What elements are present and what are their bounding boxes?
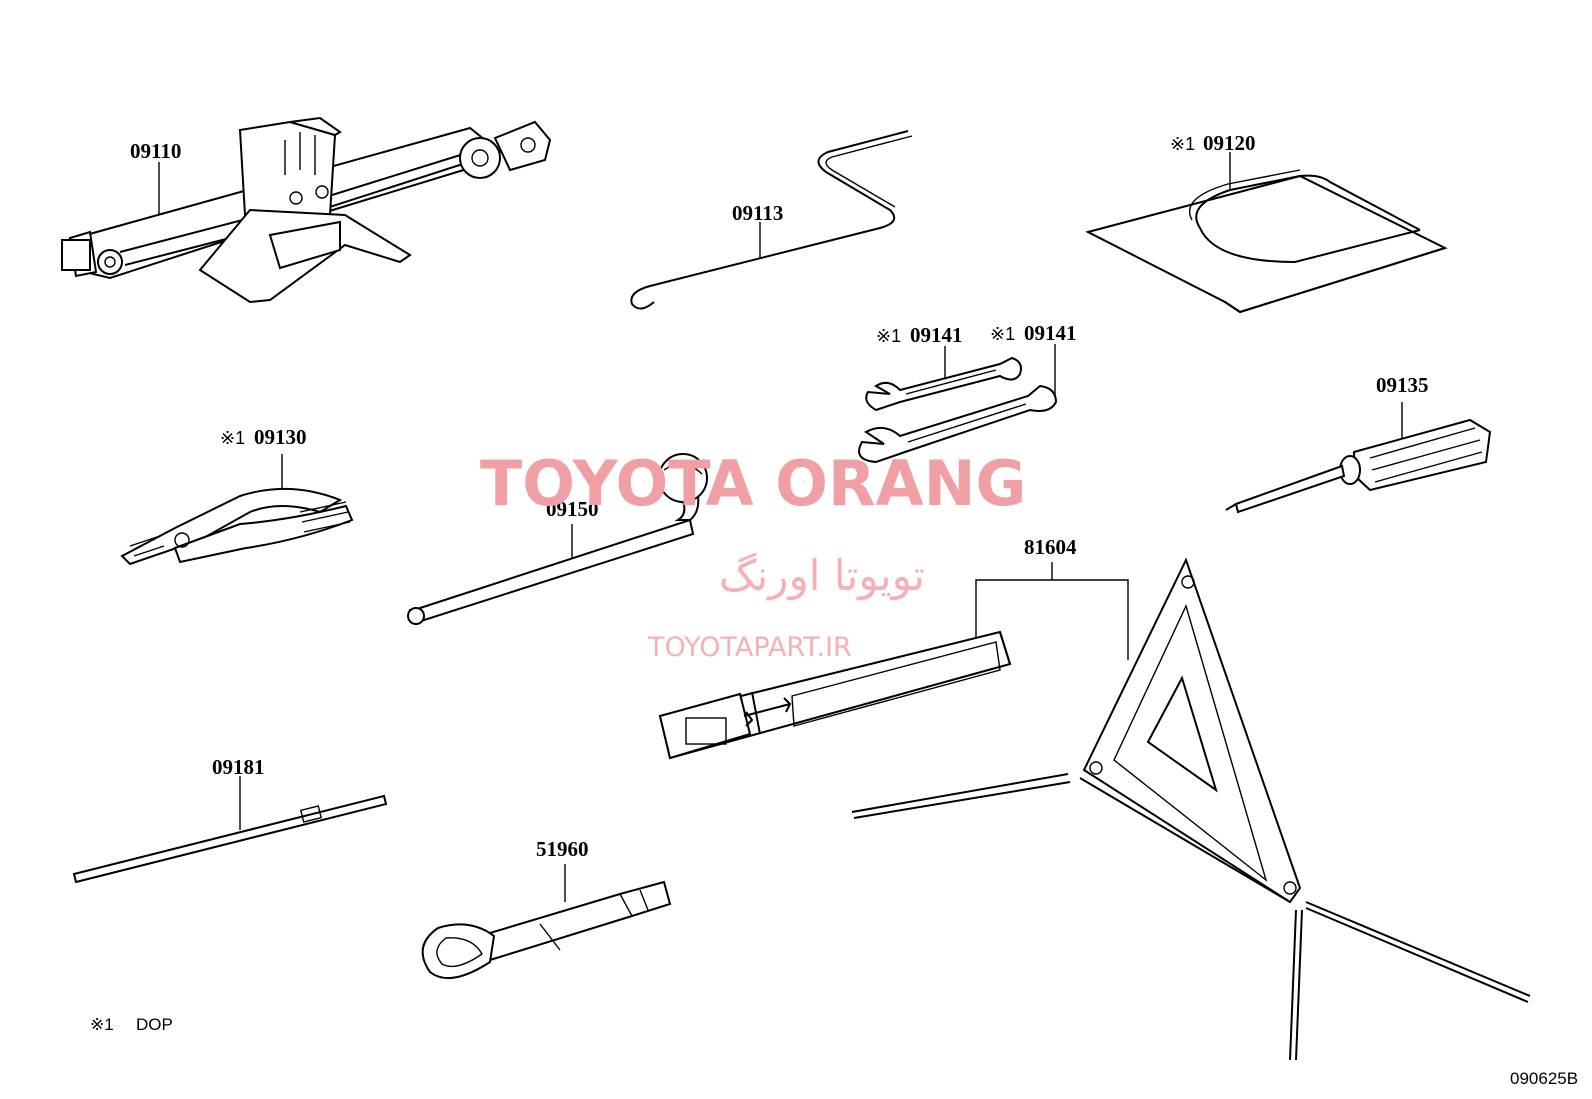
footnote-text: DOP: [136, 1015, 173, 1034]
screwdriver-drawing: [1225, 402, 1492, 514]
jack-handle-drawing: [630, 130, 913, 310]
label-81604: 81604: [1024, 535, 1077, 559]
label-09181: 09181: [212, 755, 265, 779]
label-09130: 09130: [254, 425, 307, 449]
wheel-wrench-drawing: [407, 453, 708, 625]
label-09113: 09113: [732, 201, 783, 225]
mark-09130: ※1: [220, 428, 245, 448]
mark-09141-b: ※1: [990, 324, 1015, 344]
jack-drawing: [61, 116, 552, 304]
label-09141-b: 09141: [1024, 321, 1077, 345]
watermark-persian: تویوتا اورنگ: [719, 551, 925, 600]
label-09135: 09135: [1376, 373, 1429, 397]
label-51960: 51960: [536, 837, 589, 861]
warning-triangle-drawing: [658, 557, 1531, 1061]
mark-09120: ※1: [1170, 134, 1195, 154]
figure-code: 090625B: [1510, 1069, 1578, 1088]
footnote-mark: ※1: [90, 1015, 114, 1034]
towing-eye-drawing: [421, 864, 672, 979]
label-09141-a: 09141: [910, 323, 963, 347]
label-09120: 09120: [1203, 131, 1256, 155]
watermark-url: TOYOTAPART.IR: [647, 632, 852, 663]
mark-09141-a: ※1: [876, 326, 901, 346]
label-09150: 09150: [546, 497, 599, 521]
pliers-drawing: [120, 454, 354, 566]
tool-bag-drawing: [1085, 152, 1448, 314]
extension-bar-drawing: [72, 776, 388, 884]
label-09110: 09110: [130, 139, 181, 163]
watermark-title: TOYOTA ORANG: [480, 447, 1026, 520]
wrenches-drawing: [858, 344, 1058, 464]
